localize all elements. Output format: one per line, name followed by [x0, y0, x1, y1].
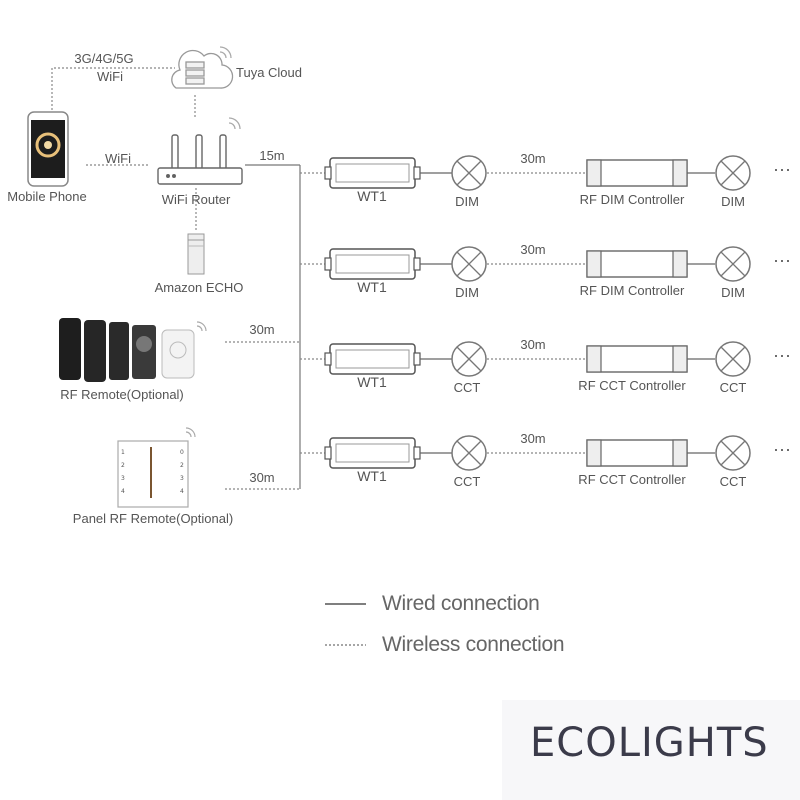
- wireless-distance-label: 30m: [520, 151, 546, 166]
- continuation-ellipsis: ···: [773, 345, 791, 365]
- lamp-icon: [715, 341, 751, 377]
- cloud-label: Tuya Cloud: [236, 65, 302, 80]
- end-lamp-label: DIM: [721, 194, 745, 209]
- wifi-signal-icon: [219, 46, 232, 59]
- receiver-rows: [300, 155, 751, 471]
- receiver-label: WT1: [357, 468, 387, 484]
- router-bus-link-label: 15m: [259, 148, 285, 163]
- panel-key: 3: [180, 475, 184, 482]
- mobile-router-link-label: WiFi: [105, 151, 131, 166]
- wifi-signal-icon: [196, 321, 207, 332]
- panel-remote-icon: [117, 440, 189, 508]
- mobile-phone-label: Mobile Phone: [7, 189, 87, 204]
- panel-key: 3: [121, 475, 125, 482]
- rf-controller-icon: [586, 439, 688, 467]
- legend: [325, 603, 366, 646]
- wifi-signal-icon: [185, 427, 196, 438]
- receiver-label: WT1: [357, 279, 387, 295]
- continuation-ellipsis: ···: [773, 439, 791, 459]
- receiver-label: WT1: [357, 188, 387, 204]
- continuation-ellipsis: ···: [773, 250, 791, 270]
- panel-bus-link-label: 30m: [249, 470, 275, 485]
- lamp-icon: [715, 155, 751, 191]
- lamp-label: CCT: [453, 380, 481, 395]
- lamp-icon: [451, 155, 487, 191]
- panel-key: 2: [121, 462, 125, 469]
- echo-label: Amazon ECHO: [154, 280, 244, 295]
- wifi-router-icon: [157, 134, 243, 185]
- legend-wired-label: Wired connection: [382, 592, 540, 615]
- wt1-receiver-icon: [324, 343, 421, 375]
- panel-key: 4: [121, 488, 125, 495]
- lamp-icon: [451, 246, 487, 282]
- lamp-icon: [715, 435, 751, 471]
- receiver-row: [300, 341, 751, 377]
- end-lamp-label: CCT: [719, 380, 747, 395]
- receiver-row: [300, 155, 751, 191]
- lamp-label: DIM: [455, 194, 479, 209]
- rf-remote-label: RF Remote(Optional): [60, 387, 184, 402]
- controller-label: RF DIM Controller: [579, 192, 685, 207]
- lamp-icon: [715, 246, 751, 282]
- router-label: WiFi Router: [161, 192, 231, 207]
- panel-key: 2: [180, 462, 184, 469]
- mobile-phone-icon: [27, 111, 69, 187]
- cloud-icon: [171, 49, 234, 89]
- legend-wireless-label: Wireless connection: [382, 633, 565, 656]
- panel-key: 1: [121, 449, 125, 456]
- continuation-ellipsis: ···: [773, 159, 791, 179]
- wireless-distance-label: 30m: [520, 337, 546, 352]
- panel-remote-label: Panel RF Remote(Optional): [72, 511, 234, 526]
- wired-bus: [245, 164, 301, 489]
- rf-controller-icon: [586, 345, 688, 373]
- logo-panel: [502, 700, 800, 800]
- panel-key: 0: [180, 449, 184, 456]
- wireless-distance-label: 30m: [520, 242, 546, 257]
- brand-logo: ECOLIGHTS: [530, 720, 769, 766]
- lamp-label: CCT: [453, 474, 481, 489]
- wt1-receiver-icon: [324, 248, 421, 280]
- rf-controller-icon: [586, 159, 688, 187]
- wt1-receiver-icon: [324, 157, 421, 189]
- receiver-row: [300, 435, 751, 471]
- remote-bus-link-label: 30m: [249, 322, 275, 337]
- wt1-receiver-icon: [324, 437, 421, 469]
- panel-key-labels: 1 2 3 4 0 2 3 4: [121, 449, 184, 495]
- rf-controller-icon: [586, 250, 688, 278]
- end-lamp-label: CCT: [719, 474, 747, 489]
- wireless-distance-label: 30m: [520, 431, 546, 446]
- lamp-label: DIM: [455, 285, 479, 300]
- receiver-row: [300, 246, 751, 282]
- amazon-echo-icon: [187, 233, 205, 275]
- controller-label: RF DIM Controller: [579, 283, 685, 298]
- panel-key: 4: [180, 488, 184, 495]
- mobile-cloud-link-label: WiFi: [97, 69, 123, 84]
- controller-label: RF CCT Controller: [578, 472, 686, 487]
- rf-remotes-icon: [59, 318, 195, 382]
- controller-label: RF CCT Controller: [578, 378, 686, 393]
- wireless-links: [51, 67, 300, 490]
- receiver-label: WT1: [357, 374, 387, 390]
- lamp-icon: [451, 435, 487, 471]
- end-lamp-label: DIM: [721, 285, 745, 300]
- wifi-signal-icon: [228, 117, 241, 130]
- lamp-icon: [451, 341, 487, 377]
- mobile-cloud-link-label: 3G/4G/5G: [74, 51, 134, 66]
